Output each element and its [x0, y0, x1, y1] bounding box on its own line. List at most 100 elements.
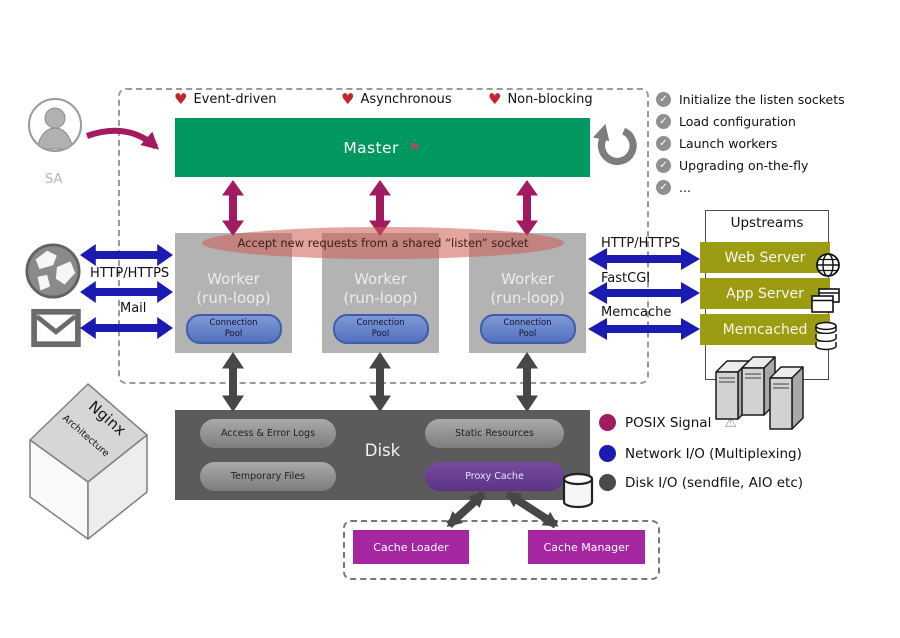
disk-pill-temp-files: Temporary Files: [200, 462, 336, 491]
pill-label: Temporary Files: [230, 471, 306, 482]
checklist-item: ✓ Load configuration: [656, 114, 796, 129]
disk-box: Disk Access & Error Logs Temporary Files…: [175, 410, 590, 500]
feature-non-blocking: ♥ Non-blocking: [488, 90, 593, 108]
connection-pool: Connection Pool: [185, 314, 282, 344]
left-mail-label: Mail: [120, 301, 147, 316]
flag-icon: ⚑: [407, 138, 422, 157]
upstream-label: App Server: [726, 285, 804, 302]
network-arrow: [588, 248, 700, 270]
network-arrow: [80, 281, 173, 303]
memcached-db-icon: [815, 321, 837, 351]
right-memcache-label: Memcache: [601, 305, 672, 320]
disk-title: Disk: [364, 441, 401, 460]
checklist-item: ✓ Upgrading on-the-fly: [656, 158, 808, 173]
worker-title: Worker: [501, 270, 554, 288]
cache-manager-label: Cache Manager: [543, 540, 630, 554]
signal-arrow: [222, 180, 244, 236]
worker-box-3: Worker (run-loop) Connection Pool: [469, 233, 586, 353]
legend-network-io: Network I/O (Multiplexing): [599, 445, 802, 462]
signal-arrow: [516, 180, 538, 236]
signal-arrow: [369, 180, 391, 236]
upstream-label: Memcached: [722, 321, 808, 338]
disk-pill-static-resources: Static Resources: [425, 419, 564, 448]
cache-process-arrows: [446, 490, 559, 529]
check-icon: ✓: [656, 92, 671, 107]
mail-icon: [31, 308, 81, 348]
disk-io-arrow: [222, 352, 244, 412]
upstream-web-server: Web Server: [700, 242, 830, 273]
worker-subtitle: (run-loop): [196, 288, 271, 307]
actor-to-master-arrow: [85, 127, 159, 150]
legend-label: Network I/O (Multiplexing): [625, 445, 802, 462]
cache-loader-box: Cache Loader: [353, 530, 469, 564]
upstreams-title: Upstreams: [730, 215, 804, 231]
legend-dot-network: [599, 445, 616, 462]
heart-icon: ♥: [341, 90, 355, 108]
web-server-globe-icon: [816, 253, 840, 277]
connection-pool: Connection Pool: [332, 314, 429, 344]
network-arrow: [588, 318, 700, 340]
master-label: Master: [343, 138, 399, 157]
pill-label: Proxy Cache: [465, 471, 524, 482]
check-icon: ✓: [656, 180, 671, 195]
right-http-label: HTTP/HTTPS: [601, 236, 681, 251]
legend-label: POSIX Signal: [625, 414, 712, 431]
upstream-app-server: App Server: [700, 278, 830, 309]
feature-label: Event-driven: [193, 92, 277, 107]
feature-asynchronous: ♥ Asynchronous: [341, 90, 452, 108]
legend-label: Disk I/O (sendfile, AIO etc): [625, 474, 804, 491]
master-process-box: Master ⚑: [175, 118, 590, 177]
network-arrow: [80, 244, 173, 266]
network-arrow: [80, 317, 173, 339]
checklist-label: Launch workers: [679, 136, 778, 151]
feature-event-driven: ♥ Event-driven: [174, 90, 277, 108]
shared-socket-text: Accept new requests from a shared “liste…: [237, 236, 529, 250]
internet-globe-icon: [25, 243, 81, 299]
upstream-label: Web Server: [724, 249, 806, 266]
checklist-label: Upgrading on-the-fly: [679, 158, 809, 173]
checklist-item: ✓ ...: [656, 180, 691, 195]
connection-pool-label: Connection Pool: [503, 317, 552, 339]
app-server-windows-icon: [811, 288, 840, 313]
connection-pool-label: Connection Pool: [356, 317, 405, 339]
worker-title: Worker: [354, 270, 407, 288]
connection-pool-label: Connection Pool: [209, 317, 258, 339]
check-icon: ✓: [656, 158, 671, 173]
cache-loader-label: Cache Loader: [373, 540, 449, 554]
disk-io-arrow: [369, 352, 391, 412]
pill-label: Static Resources: [455, 428, 534, 439]
worker-subtitle: (run-loop): [343, 288, 418, 307]
connection-pool: Connection Pool: [479, 314, 576, 344]
legend-dot-disk: [599, 474, 616, 491]
feature-label: Asynchronous: [360, 92, 452, 107]
legend-disk-io: Disk I/O (sendfile, AIO etc): [599, 474, 803, 491]
cache-manager-box: Cache Manager: [528, 530, 645, 564]
check-icon: ✓: [656, 114, 671, 129]
disk-db-cylinder-icon: [562, 472, 594, 509]
feature-label: Non-blocking: [507, 92, 593, 107]
nginx-architecture-cube: Nginx Architecture: [29, 383, 148, 540]
heart-icon: ♥: [174, 90, 188, 108]
checklist-item: ✓ Initialize the listen sockets: [656, 92, 845, 107]
heart-icon: ♥: [488, 90, 502, 108]
upstream-servers-icon: [715, 356, 804, 430]
worker-subtitle: (run-loop): [490, 288, 565, 307]
shared-socket-note: Accept new requests from a shared “liste…: [202, 227, 564, 259]
checklist-label: ...: [679, 180, 691, 195]
cache-group: Cache Loader Cache Manager: [343, 520, 660, 580]
disk-io-arrow: [516, 352, 538, 412]
pill-label: Access & Error Logs: [220, 428, 316, 439]
check-icon: ✓: [656, 136, 671, 151]
upstream-memcached: Memcached: [700, 314, 830, 345]
actor-label: SA: [45, 172, 63, 187]
disk-pill-proxy-cache: Proxy Cache: [425, 462, 564, 491]
reload-icon: [592, 123, 637, 165]
left-http-label: HTTP/HTTPS: [90, 266, 170, 281]
checklist-label: Initialize the listen sockets: [679, 92, 845, 107]
right-fastcgi-label: FastCGI: [601, 271, 651, 286]
network-arrow: [588, 282, 700, 304]
sysadmin-avatar: [28, 98, 82, 152]
disk-pill-access-logs: Access & Error Logs: [200, 419, 336, 448]
worker-title: Worker: [207, 270, 260, 288]
